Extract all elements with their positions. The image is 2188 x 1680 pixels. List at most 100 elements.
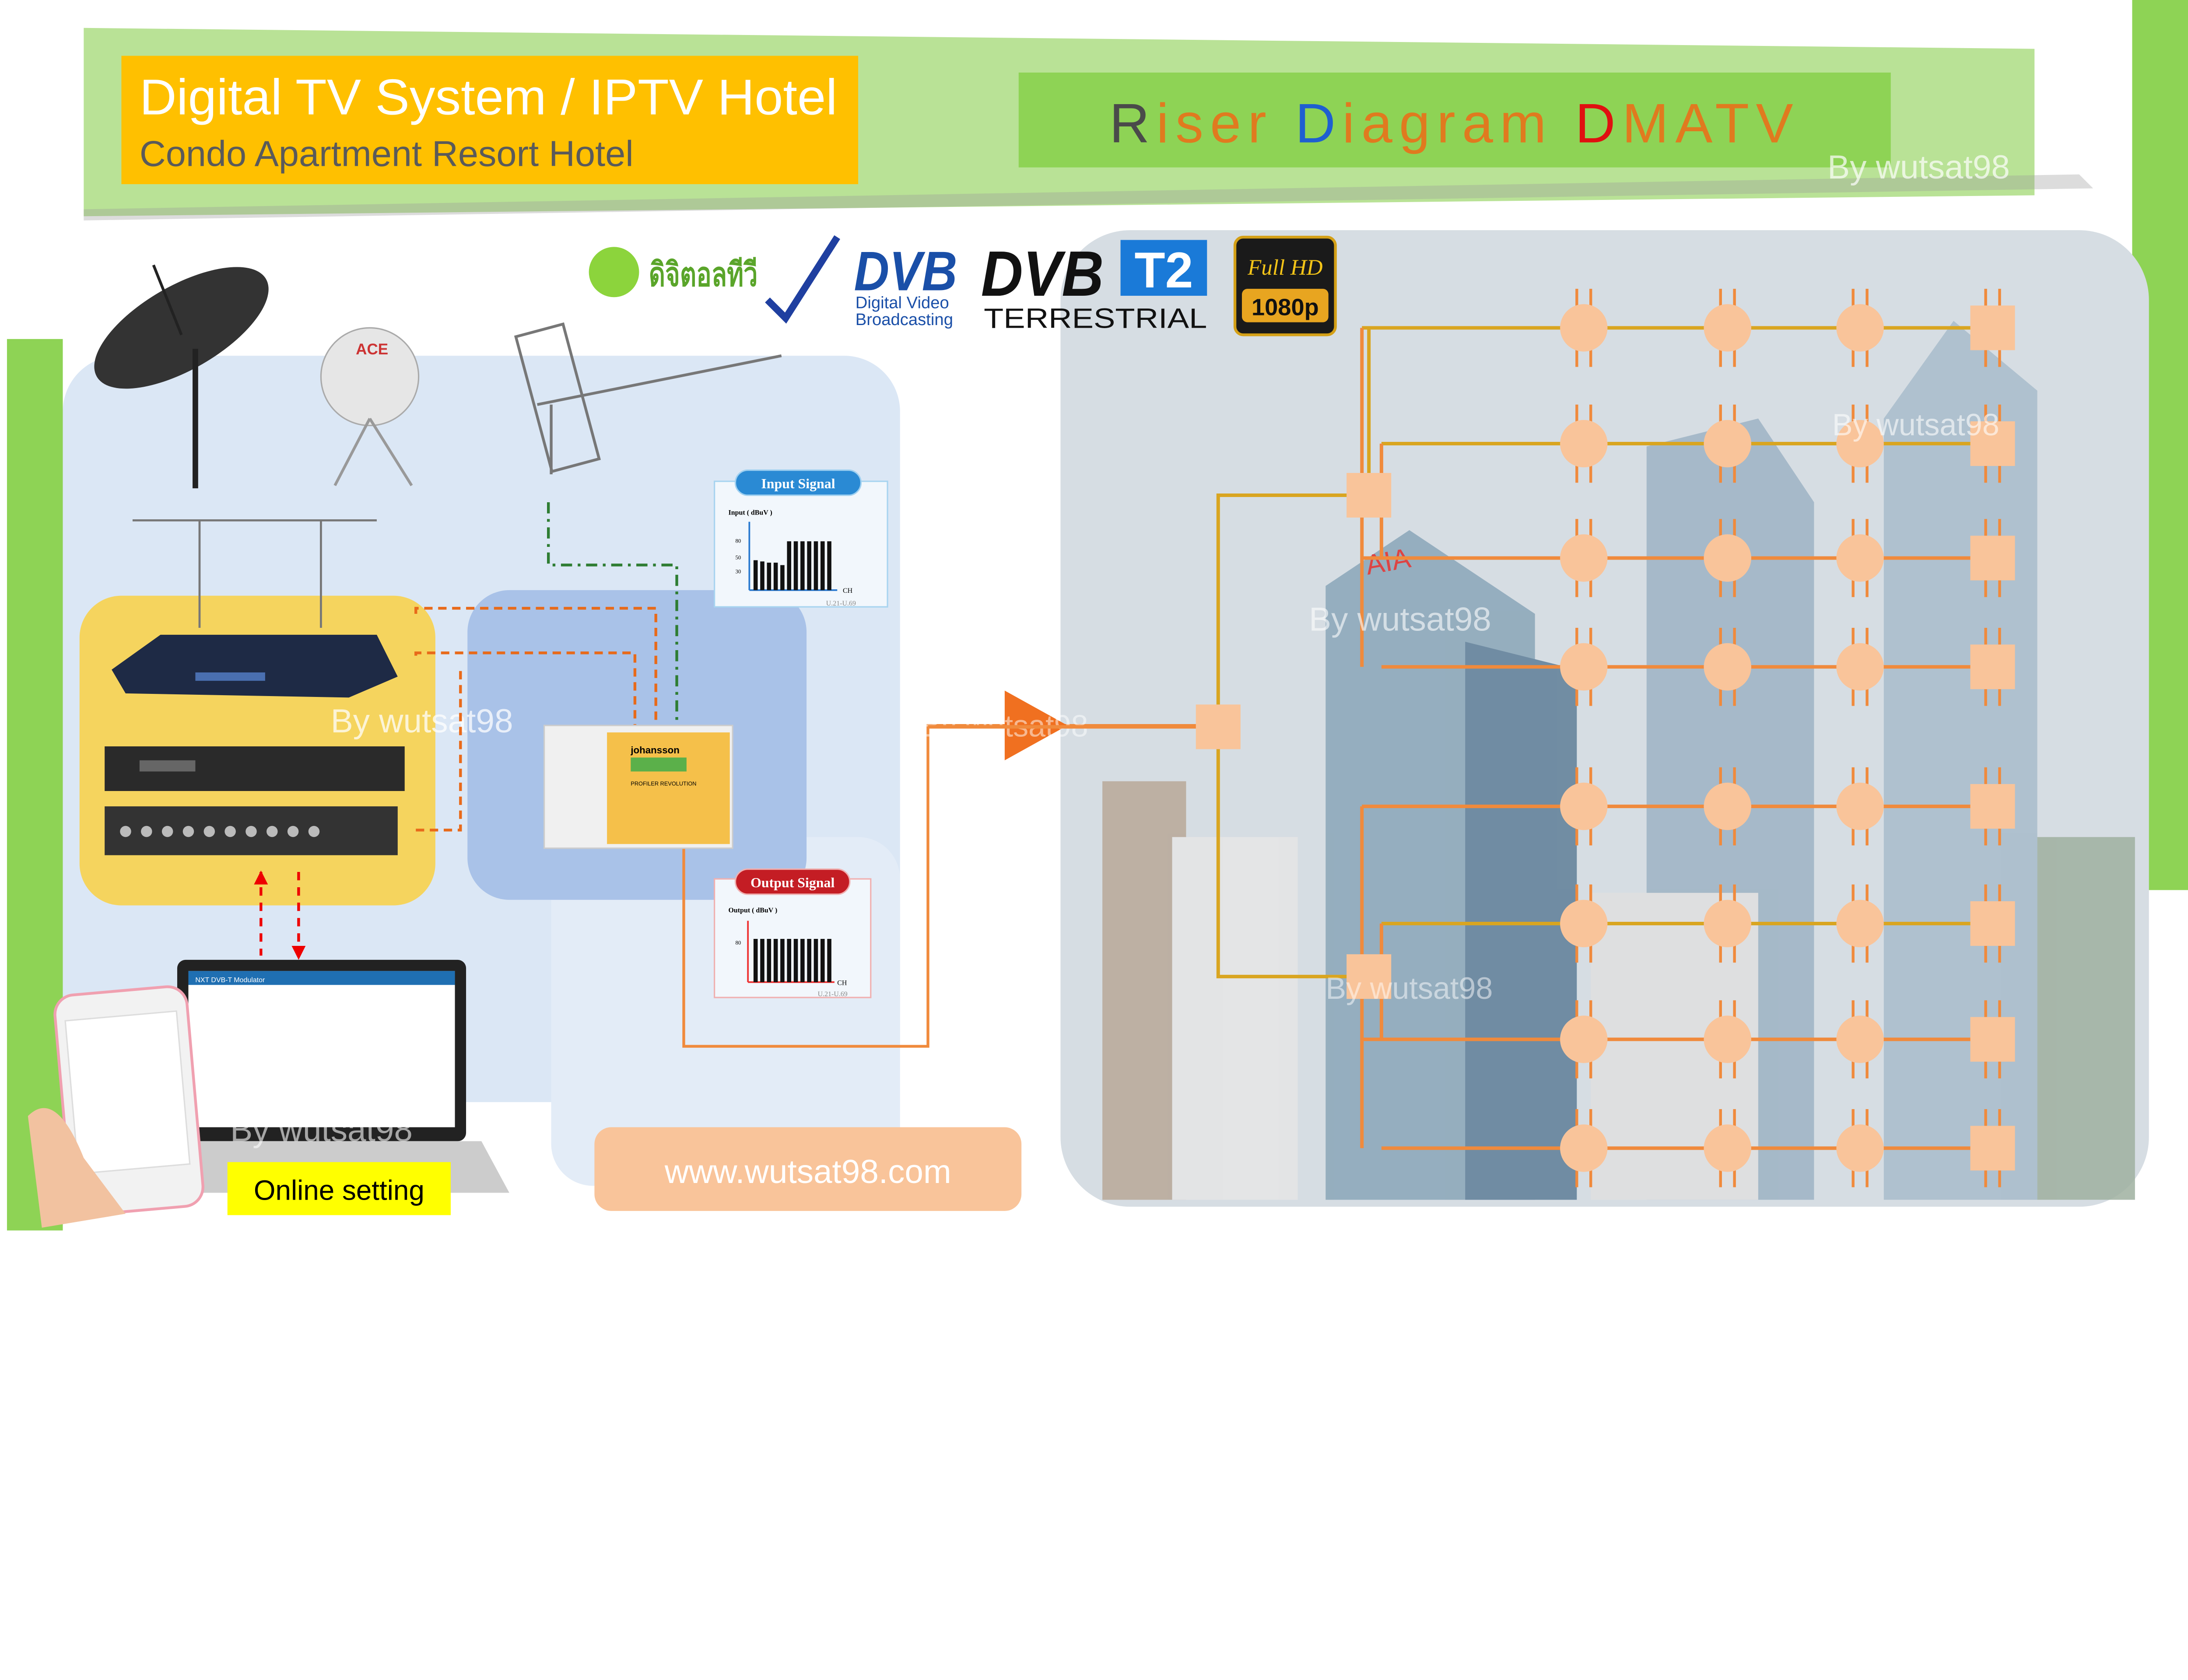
- online-setting-label: Online setting: [254, 1174, 424, 1206]
- arrow-up-icon: [254, 870, 268, 885]
- output-signal-bar: [800, 939, 805, 982]
- output-signal-title: Output Signal: [750, 875, 835, 890]
- laptop: NXT DVB-T Modulator: [132, 959, 509, 1193]
- tv-outlet-icon: [1560, 1015, 1608, 1063]
- output-xlabel: CH: [837, 979, 847, 987]
- title-box: [121, 56, 859, 184]
- splitter-icon: [1346, 954, 1392, 999]
- input-signal-bar: [793, 541, 798, 590]
- header-shadow: [84, 174, 2093, 220]
- output-signal-bar: [827, 939, 831, 982]
- encoder-device: [105, 746, 405, 791]
- input-signal-bar: [753, 560, 758, 590]
- input-tick: 80: [735, 538, 741, 544]
- tv-outlet-icon: [1836, 1124, 1884, 1172]
- aia-logo: AIA: [1363, 542, 1413, 581]
- input-signal-bar: [820, 541, 825, 590]
- smartphone: [28, 985, 204, 1228]
- watermark: By wutsat98: [1827, 149, 2010, 186]
- satellite-dish-c-band-icon: [94, 264, 269, 489]
- riser-title-box: [1018, 72, 1891, 168]
- input-signal-bar: [760, 561, 764, 590]
- resolution-label: 1080p: [1252, 294, 1319, 321]
- tv-outlet-icon: [1704, 1015, 1751, 1063]
- uhf-antenna-icon: [514, 322, 782, 475]
- tv-outlet-icon: [1704, 900, 1751, 948]
- tv-outlet-icon: [1560, 643, 1608, 691]
- tap-off-icon: [1970, 305, 2015, 350]
- input-signal-bar: [813, 541, 818, 590]
- watermark: By wutsat98: [1325, 971, 1493, 1005]
- arrow-down-icon: [291, 945, 306, 960]
- dvb-wordmark: DVB: [854, 240, 957, 302]
- thai-digital-tv-logo: ดิจิตอลทีวี: [589, 235, 840, 324]
- input-range: U.21-U.69: [826, 600, 856, 607]
- tv-outlet-icon: [1836, 1015, 1884, 1063]
- tv-outlet-icon: [1836, 782, 1884, 830]
- input-signal-bar: [773, 563, 778, 590]
- tv-outlet-icon: [1836, 643, 1884, 691]
- output-signal-bar: [820, 939, 825, 982]
- input-signal-title: Input Signal: [761, 476, 835, 491]
- riser-title-part: MATV: [1622, 92, 1800, 154]
- riser-title-part: D: [1575, 92, 1622, 154]
- riser-diagram: Digital TV System / IPTV Hotel Condo Apa…: [7, 0, 2188, 1231]
- tv-outlet-icon: [1704, 420, 1751, 468]
- online-setting-badge: [227, 1162, 451, 1215]
- output-signal-bar: [813, 939, 818, 982]
- dvb-subtitle: Broadcasting: [856, 310, 953, 329]
- thai-digital-tv-text: ดิจิตอลทีวี: [649, 256, 758, 294]
- output-signal-bar: [767, 939, 771, 982]
- output-signal-bar: [773, 939, 778, 982]
- tv-outlet-icon: [1560, 782, 1608, 830]
- tap-off-icon: [1970, 1126, 2015, 1171]
- tv-outlet-icon: [1704, 304, 1751, 352]
- full-hd-logo: Full HD 1080p: [1233, 235, 1337, 336]
- tv-outlet-icon: [1560, 1124, 1608, 1172]
- tv-outlet-icon: [1704, 1124, 1751, 1172]
- dvb-t2-wordmark: DVB: [981, 238, 1104, 310]
- input-signal-bar: [780, 565, 785, 590]
- riser-title-part: iagram: [1342, 92, 1575, 154]
- website-badge[interactable]: [594, 1127, 1022, 1211]
- tap-off-icon: [1970, 784, 2015, 829]
- tv-outlet-icon: [1704, 534, 1751, 582]
- input-tick: 30: [735, 569, 741, 575]
- riser-title-part: R: [1109, 92, 1157, 154]
- page-title: Digital TV System / IPTV Hotel: [140, 69, 837, 125]
- watermark: By wutsat98: [331, 703, 513, 740]
- input-xlabel: CH: [843, 587, 853, 595]
- satellite-receiver-device: [112, 634, 398, 698]
- input-signal-panel: Input Signal Input ( dBuV ) 80 50 30 CH …: [714, 469, 888, 608]
- laptop-screen-title: NXT DVB-T Modulator: [195, 976, 265, 984]
- sat-feed-cables: [132, 519, 377, 628]
- input-ylabel: Input ( dBuV ): [729, 509, 772, 517]
- output-signal-bar: [787, 939, 792, 982]
- tv-outlet-icon: [1704, 643, 1751, 691]
- full-hd-label: Full HD: [1247, 256, 1323, 280]
- riser-title-part: D: [1295, 92, 1343, 154]
- input-tick: 50: [735, 555, 741, 561]
- output-signal-bar: [780, 939, 785, 982]
- tv-outlet-icon: [1560, 534, 1608, 582]
- watermark: By wutsat98: [1832, 407, 1999, 442]
- satellite-dish-ku-band-icon: ACE: [320, 327, 420, 486]
- input-signal-bar: [827, 541, 831, 590]
- dvb-t2-logo: DVB T2 TERRESTRIAL: [981, 238, 1207, 334]
- watermark: By wutsat98: [230, 1111, 413, 1148]
- page-subtitle: Condo Apartment Resort Hotel: [140, 133, 634, 174]
- output-tick: 80: [735, 940, 741, 946]
- riser-cable: [1216, 328, 1371, 979]
- riser-title-part: iser: [1156, 92, 1295, 154]
- johansson-amplifier: johansson PROFILER REVOLUTION: [543, 724, 733, 849]
- tap-off-icon: [1970, 644, 2015, 690]
- output-range: U.21-U.69: [818, 990, 848, 998]
- website-link[interactable]: www.wutsat98.com: [664, 1153, 951, 1190]
- ace-logo: ACE: [356, 341, 388, 358]
- output-signal-bar: [760, 939, 764, 982]
- t2-label: T2: [1134, 242, 1193, 298]
- tv-outlet-icon: [1836, 534, 1884, 582]
- output-ylabel: Output ( dBuV ): [729, 906, 778, 914]
- tap-off-icon: [1970, 1017, 2015, 1062]
- splitter-icon: [1346, 472, 1392, 518]
